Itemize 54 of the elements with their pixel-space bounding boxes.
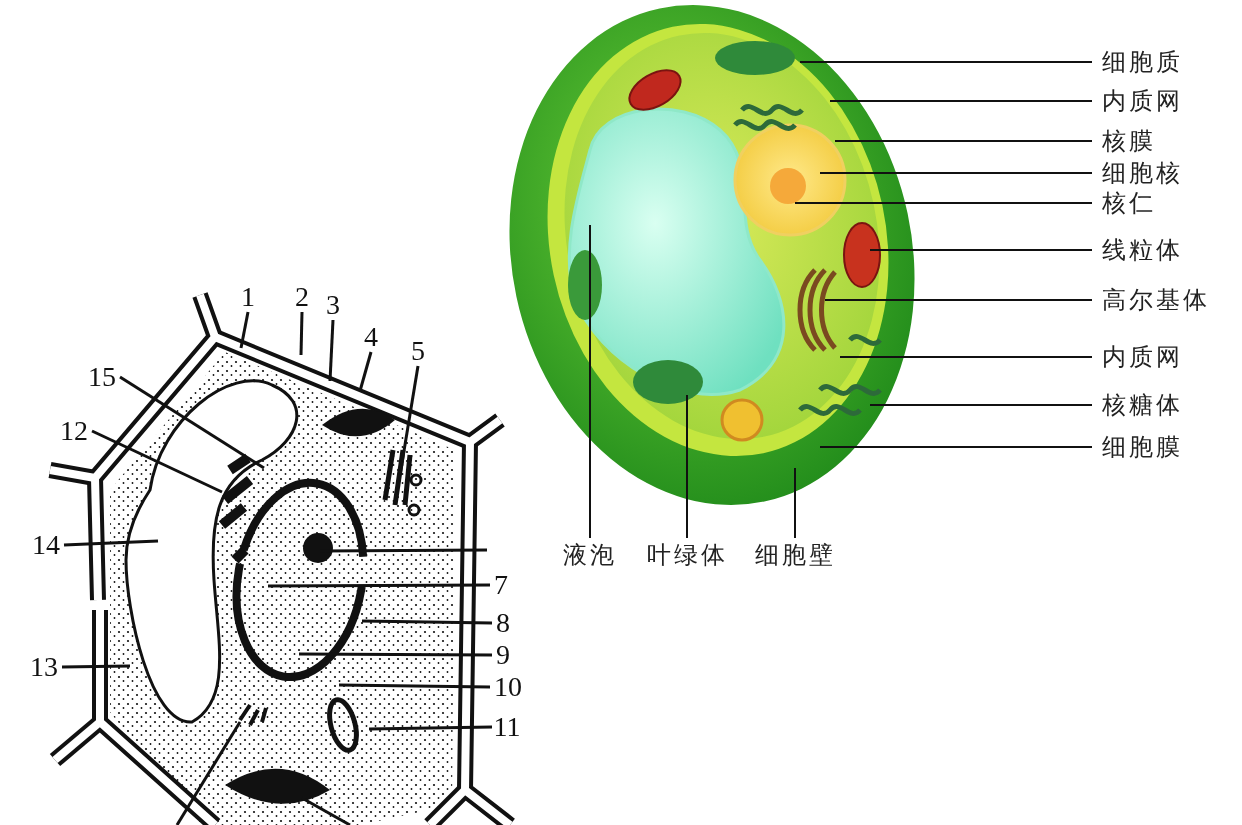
callout-number: 1	[238, 282, 258, 312]
leader-line	[61, 664, 131, 669]
part-label: 细胞质	[1092, 46, 1232, 78]
leader-line	[686, 394, 688, 539]
leader-line	[834, 140, 1093, 142]
leader-line	[119, 375, 265, 470]
callout-number: 4	[360, 322, 382, 352]
leader-line	[91, 429, 223, 494]
part-label: 内质网	[1092, 341, 1232, 373]
leader-line	[869, 249, 1093, 251]
leader-line	[824, 299, 1093, 301]
part-label: 细胞核	[1092, 157, 1232, 189]
callout-number: 3	[322, 290, 344, 320]
leader-line	[794, 202, 1093, 204]
leader-line	[368, 725, 493, 731]
part-label: 细胞膜	[1092, 431, 1232, 463]
callout-number: 13	[26, 652, 62, 682]
leader-line	[589, 224, 591, 539]
callout-number: 2	[291, 282, 313, 312]
callout-number: 8	[492, 608, 514, 638]
part-label: 核仁	[1092, 187, 1232, 219]
leader-line	[63, 539, 159, 547]
part-label: 液泡	[553, 538, 627, 572]
leader-line	[819, 446, 1093, 448]
leader-line	[829, 100, 1093, 102]
part-label: 叶绿体	[632, 538, 742, 572]
part-label: 线粒体	[1092, 234, 1232, 266]
callout-number: 12	[56, 416, 92, 446]
leader-line	[799, 61, 1093, 63]
callout-number: 15	[84, 362, 120, 392]
leader-line	[299, 652, 492, 657]
callout-number: 5	[407, 336, 429, 366]
leader-line	[299, 311, 304, 356]
part-label: 内质网	[1092, 85, 1232, 117]
callout-number: 9	[492, 640, 514, 670]
callout-number: 10	[490, 672, 526, 702]
leader-line	[794, 467, 796, 539]
leader-line	[239, 311, 250, 349]
part-label: 高尔基体	[1092, 284, 1232, 316]
leader-line	[839, 356, 1093, 358]
callout-number: 14	[28, 530, 64, 560]
leader-line	[869, 404, 1093, 406]
leader-line	[358, 351, 373, 392]
part-label: 核膜	[1092, 125, 1232, 157]
leader-line	[819, 172, 1093, 174]
callout-number: 11	[492, 712, 522, 742]
part-label: 细胞壁	[740, 538, 850, 572]
leader-line	[338, 683, 491, 689]
leader-line	[268, 583, 490, 588]
callout-number: 7	[490, 570, 512, 600]
leader-line	[361, 619, 493, 625]
leader-line	[328, 319, 335, 382]
part-label: 核糖体	[1092, 389, 1232, 421]
leader-line	[398, 365, 420, 476]
